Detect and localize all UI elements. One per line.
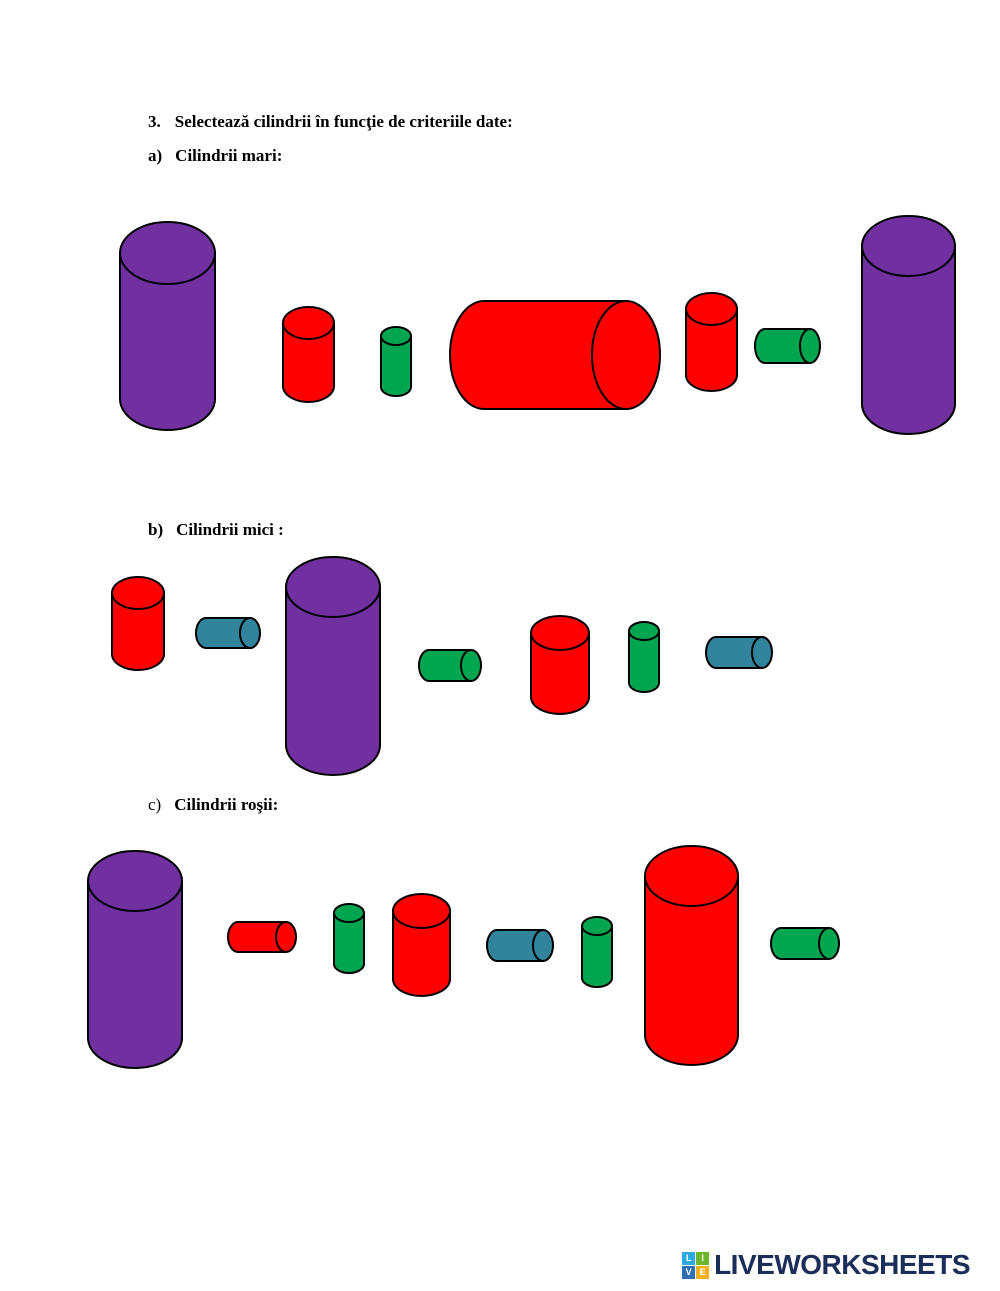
cylinder-b3-purple-large-vertical[interactable] [284, 555, 382, 777]
cylinder-c3-green-small-vertical[interactable] [332, 902, 366, 975]
cylinder-b5-red-medium-vertical[interactable] [529, 614, 591, 716]
section-b-label: b) Cilindrii mici : [148, 520, 284, 540]
cylinder-a1-purple-large-vertical[interactable] [118, 220, 217, 432]
cylinder-body [581, 925, 613, 988]
cylinder-body [333, 912, 365, 974]
cylinder-body [418, 649, 472, 682]
cylinder-body [754, 328, 811, 364]
cylinder-cap [239, 617, 261, 649]
cylinder-cap [460, 649, 482, 682]
logo-cell-l: L [682, 1251, 696, 1265]
cylinder-body [282, 322, 335, 403]
cylinder-a5-red-medium-vertical[interactable] [684, 291, 739, 393]
cylinder-c4-red-medium-vertical[interactable] [391, 892, 452, 998]
cylinder-a7-purple-large-vertical[interactable] [860, 214, 957, 436]
cylinder-c6-green-small-vertical[interactable] [580, 915, 614, 989]
cylinder-cap [818, 927, 840, 960]
section-a-label: a) Cilindrii mari: [148, 146, 282, 166]
cylinder-c8-green-small-horizontal[interactable] [769, 926, 841, 961]
cylinder-cap [591, 300, 661, 410]
cylinder-b2-teal-small-horizontal[interactable] [194, 616, 262, 650]
cylinder-body [285, 586, 381, 776]
cylinder-cap [685, 292, 738, 326]
logo-cell-e: E [696, 1265, 710, 1279]
cylinder-body [530, 632, 590, 715]
cylinder-b7-teal-small-horizontal[interactable] [704, 635, 774, 670]
cylinder-cap [392, 893, 451, 929]
cylinder-cap [111, 576, 165, 610]
brand-name: LIVEWORKSHEETS [714, 1249, 970, 1280]
cylinder-b6-green-small-vertical[interactable] [627, 620, 661, 694]
section-b-prefix: b) [148, 520, 164, 539]
cylinder-body [87, 880, 183, 1069]
cylinder-body [380, 335, 412, 397]
cylinder-body [628, 630, 660, 693]
cylinder-body [392, 910, 451, 997]
cylinder-a6-green-small-horizontal[interactable] [753, 327, 822, 365]
question-number: 3. [148, 112, 161, 131]
section-c-title: Cilindrii roşii: [174, 795, 279, 814]
cylinder-b4-green-small-horizontal[interactable] [417, 648, 483, 683]
cylinder-a4-red-large-horizontal[interactable] [448, 299, 662, 411]
cylinder-cap [282, 306, 335, 340]
cylinder-body [119, 252, 216, 431]
cylinder-body [705, 636, 763, 669]
cylinder-cap [530, 615, 590, 651]
cylinder-cap [285, 556, 381, 618]
cylinder-body [685, 308, 738, 392]
cylinder-c7-red-large-vertical[interactable] [643, 844, 740, 1067]
section-c-label: c) Cilindrii roşii: [148, 795, 278, 815]
cylinder-body [644, 875, 739, 1066]
cylinder-a3-green-small-vertical[interactable] [379, 325, 413, 398]
cylinder-body [486, 929, 544, 962]
section-c-prefix: c) [148, 795, 162, 814]
section-a-title: Cilindrii mari: [175, 146, 283, 165]
section-a-prefix: a) [148, 146, 163, 165]
question-text: Selectează cilindrii în funcţie de crite… [174, 112, 513, 131]
cylinder-cap [119, 221, 216, 285]
cylinder-cap [628, 621, 660, 641]
cylinder-a2-red-medium-vertical[interactable] [281, 305, 336, 404]
cylinder-b1-red-small-vertical[interactable] [110, 575, 166, 672]
cylinder-cap [799, 328, 821, 364]
logo-cell-v: V [682, 1265, 696, 1279]
cylinder-body [227, 921, 287, 953]
cylinder-cap [87, 850, 183, 912]
cylinder-cap [751, 636, 773, 669]
cylinder-cap [380, 326, 412, 346]
logo-cell-i: I [696, 1251, 710, 1265]
cylinder-body [770, 927, 830, 960]
cylinder-cap [532, 929, 554, 962]
section-b-title: Cilindrii mici : [176, 520, 284, 539]
cylinder-cap [581, 916, 613, 936]
cylinder-c5-teal-small-horizontal[interactable] [485, 928, 555, 963]
cylinder-body [861, 245, 956, 435]
cylinder-cap [644, 845, 739, 907]
question-heading: 3. Selectează cilindrii în funcţie de cri… [148, 112, 513, 132]
cylinder-body [449, 300, 627, 410]
cylinder-cap [861, 215, 956, 277]
cylinder-cap [275, 921, 297, 953]
cylinder-c1-purple-large-vertical[interactable] [86, 849, 184, 1070]
cylinder-body [195, 617, 251, 649]
cylinder-body [111, 592, 165, 671]
cylinder-c2-red-small-horizontal[interactable] [226, 920, 298, 954]
cylinder-cap [333, 903, 365, 923]
